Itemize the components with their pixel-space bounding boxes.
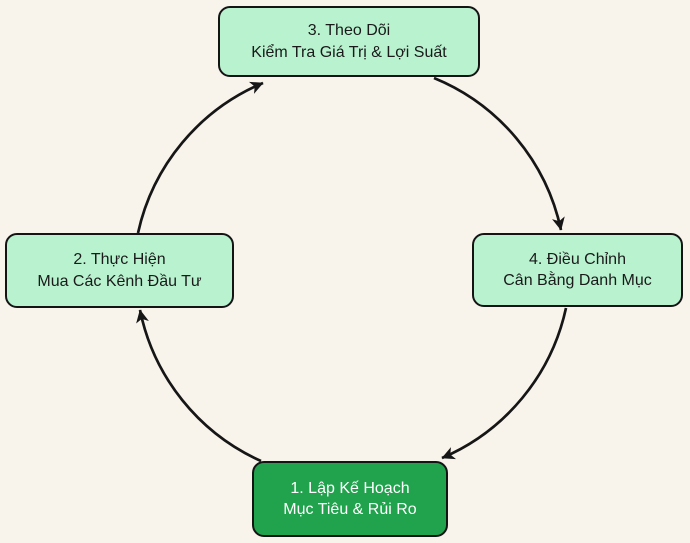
node-step1-lap-ke-hoach: 1. Lập Kế Hoạch Mục Tiêu & Rủi Ro [252,461,448,537]
edge-step2-to-step3 [136,81,264,234]
edge-step1-to-step2 [136,309,262,463]
node-step4-subtitle: Cân Bằng Danh Mục [503,272,652,289]
node-step3-subtitle: Kiểm Tra Giá Trị & Lợi Suất [251,43,447,61]
node-step2-thuc-hien: 2. Thực Hiện Mua Các Kênh Đầu Tư [5,233,234,308]
node-step4-title: 4. Điều Chỉnh [529,250,626,268]
node-step4-dieu-chinh: 4. Điều Chỉnh Cân Bằng Danh Mục [472,233,683,307]
node-step1-subtitle: Mục Tiêu & Rủi Ro [283,501,417,518]
node-step2-subtitle: Mua Các Kênh Đầu Tư [37,272,202,290]
node-step3-theo-doi: 3. Theo Dõi Kiểm Tra Giá Trị & Lợi Suất [218,6,480,77]
node-step2-title: 2. Thực Hiện [73,251,166,269]
edge-step3-to-step4 [433,76,565,231]
node-step3-title: 3. Theo Dõi [307,22,391,40]
node-step1-title: 1. Lập Kế Hoạch [290,479,410,497]
edge-step4-to-step1 [441,307,568,460]
